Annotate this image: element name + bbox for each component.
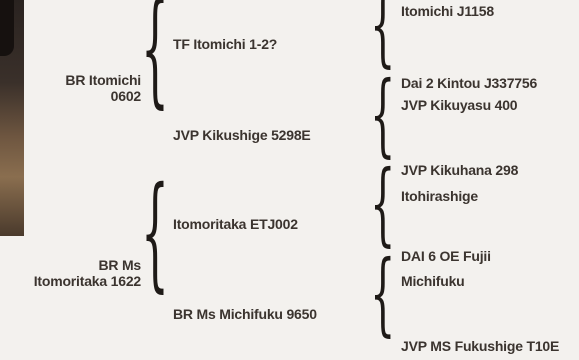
brace-dam-sire: {	[370, 153, 396, 257]
ancestor-1: Itomichi J1158	[401, 3, 494, 19]
sire-dam: JVP Kikushige 5298E	[173, 127, 311, 143]
brace-dam: {	[141, 163, 169, 306]
animal-photo	[0, 0, 24, 236]
ancestor-8: JVP MS Fukushige T10E	[401, 338, 560, 354]
brace-sire: {	[141, 0, 169, 122]
dam-name-line-1: BR Ms	[98, 257, 141, 273]
brace-sire-sire: {	[370, 0, 396, 78]
dam-sire: Itomoritaka ETJ002	[173, 216, 298, 232]
ancestor-5: Itohirashige	[401, 188, 478, 204]
ancestor-6: DAI 6 OE Fujii	[401, 248, 491, 264]
sire-sire: TF Itomichi 1-2?	[173, 36, 278, 52]
dam-name: BR Ms Itomoritaka 1622	[2, 257, 141, 289]
brace-sire-dam: {	[370, 64, 396, 168]
sire-name: BR Itomichi 0602	[24, 72, 141, 104]
ancestor-4: JVP Kikuhana 298	[401, 162, 519, 178]
sire-name-line-2: 0602	[110, 88, 142, 104]
photo-dark-corner	[0, 0, 14, 56]
dam-dam: BR Ms Michifuku 9650	[173, 306, 317, 322]
ancestor-3: JVP Kikuyasu 400	[401, 97, 518, 113]
ancestor-2: Dai 2 Kintou J337756	[401, 75, 538, 91]
ancestor-7: Michifuku	[401, 273, 465, 289]
brace-dam-dam: {	[370, 243, 396, 347]
dam-name-line-2: Itomoritaka 1622	[33, 273, 141, 289]
sire-name-line-1: BR Itomichi	[65, 72, 141, 88]
